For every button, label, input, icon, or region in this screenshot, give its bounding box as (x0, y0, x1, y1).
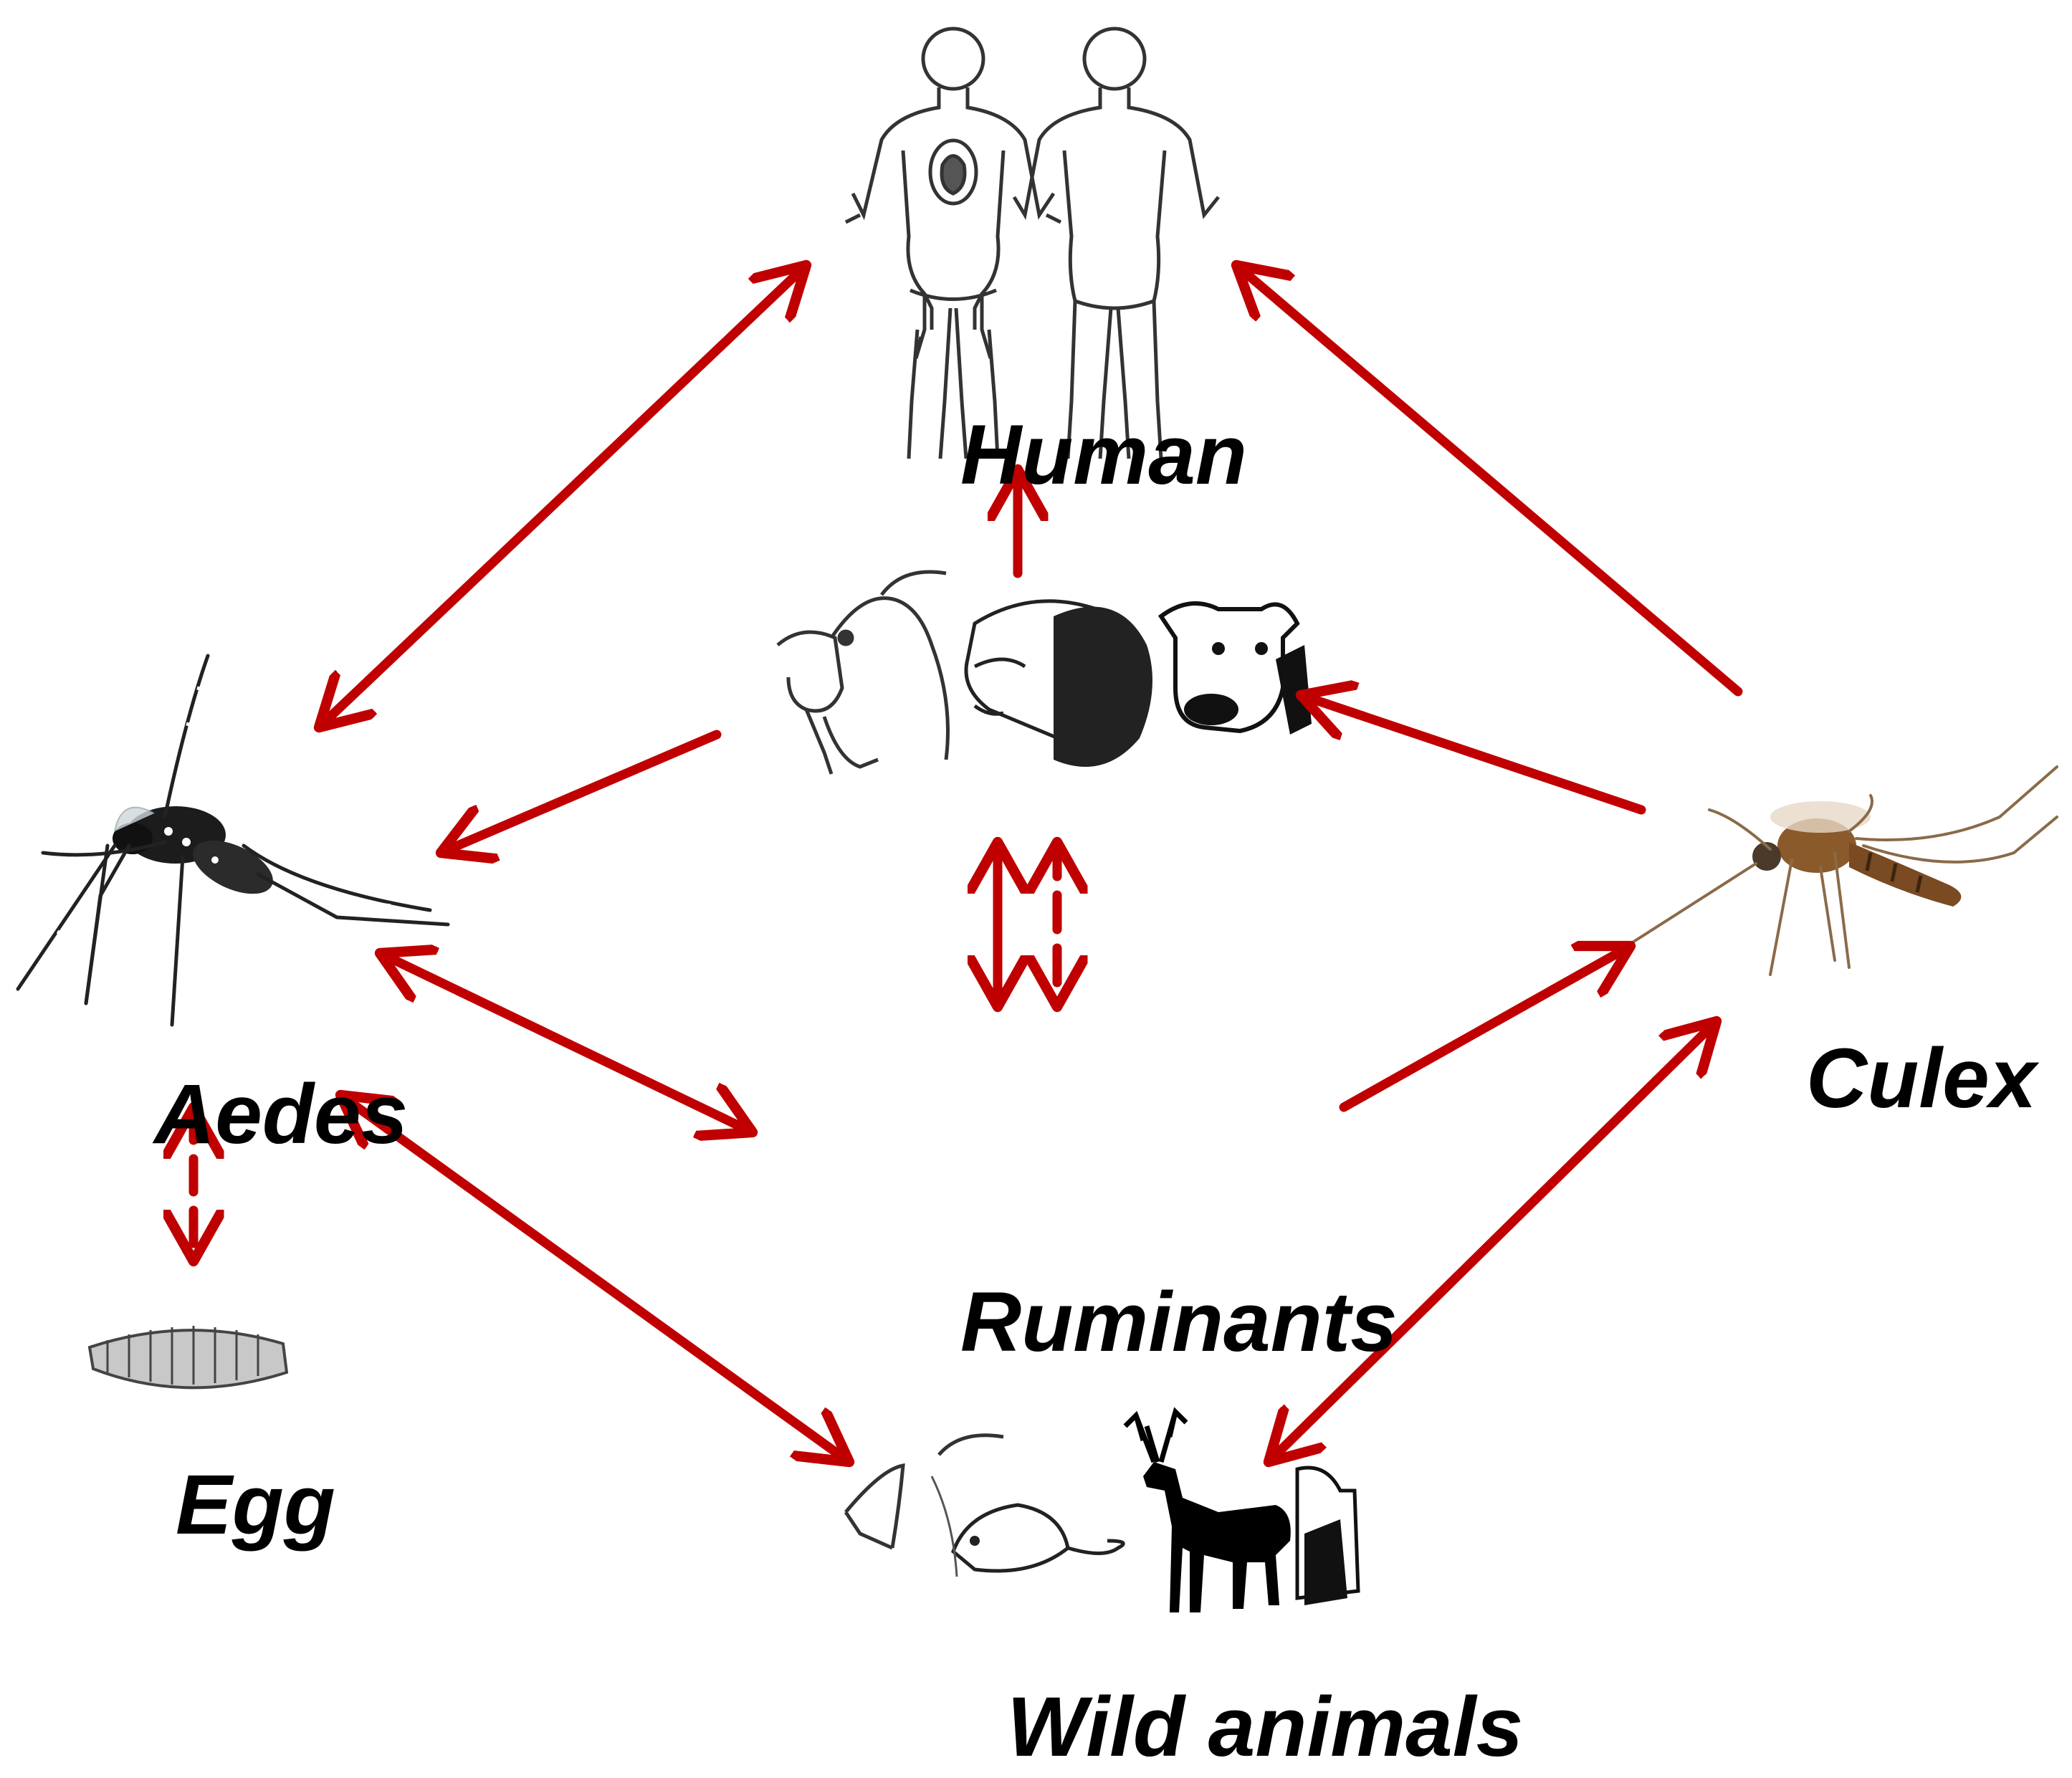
label-wild-animals: Wild animals (1007, 1680, 1523, 1774)
arrow-aedes-human (319, 265, 806, 727)
culex-mosquito-icon (1625, 765, 2058, 976)
wild-goat-icon (844, 1433, 1004, 1550)
label-human: Human (960, 408, 1247, 502)
cow-icon (1157, 601, 1312, 735)
wild-cow-icon (1295, 1466, 1360, 1605)
mosquito-egg-raft-icon (87, 1326, 289, 1390)
human-couple-icon (844, 27, 1220, 459)
label-ruminants: Ruminants (960, 1275, 1398, 1370)
goat-icon (776, 570, 950, 775)
aedes-mosquito-icon (16, 654, 450, 1027)
arrow-aedes-ruminants (380, 953, 753, 1132)
wild-animals-icon (844, 1407, 1360, 1612)
arrow-ruminants-culex (1339, 946, 1631, 1112)
arrow-aedes-wild-animals (340, 1095, 849, 1462)
deer-icon (1123, 1407, 1291, 1612)
arrows (194, 265, 1743, 1462)
rat-icon (930, 1476, 1125, 1577)
label-aedes: Aedes (152, 1067, 408, 1162)
arrow-culex-ruminants (1301, 695, 1646, 815)
arrow-ruminants-aedes (441, 730, 722, 853)
arrow-culex-human (1236, 265, 1743, 697)
label-egg: Egg (176, 1458, 335, 1552)
sheep-icon (964, 599, 1152, 767)
label-culex: Culex (1806, 1031, 2040, 1126)
goat-sheep-cow-icon (776, 570, 1312, 775)
arrow-culex-wild-animals (1269, 1021, 1717, 1462)
